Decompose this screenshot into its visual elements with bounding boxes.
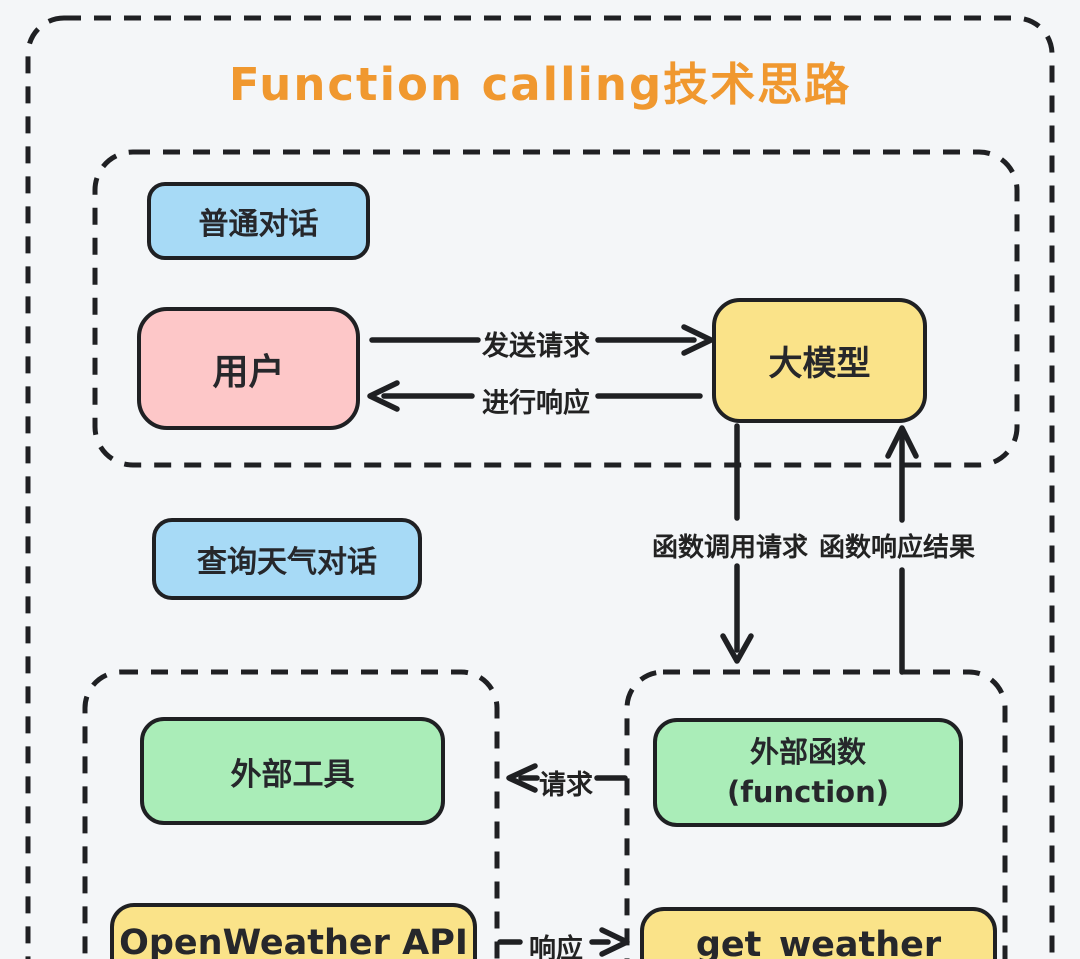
request-arrow	[506, 763, 628, 793]
page-title: Function calling技术思路	[228, 58, 852, 111]
node-get-weather-function: get_weather	[640, 907, 997, 959]
response-arrow	[497, 927, 630, 957]
external-function-label-line1: 外部函数	[749, 735, 866, 770]
outer-dashed-border	[25, 15, 1055, 959]
function-call-request-label: 函数调用请求	[651, 533, 808, 563]
response-arrow-label: 响应	[529, 934, 583, 959]
request-arrow-label: 请求	[539, 770, 593, 801]
node-weather-dialog-tag: 查询天气对话	[152, 518, 422, 600]
respond-arrow-label: 进行响应	[482, 388, 590, 419]
node-normal-dialog-tag: 普通对话	[147, 182, 370, 260]
node-large-model: 大模型	[712, 298, 927, 423]
function-response-result-label: 函数响应结果	[818, 533, 975, 563]
send-request-arrow	[369, 324, 714, 356]
external-function-label-line2: (function)	[727, 774, 889, 809]
node-external-function: 外部函数 (function)	[653, 718, 963, 827]
function-response-result-arrow	[885, 425, 919, 675]
node-openweather-api: OpenWeather API	[110, 903, 477, 959]
node-user: 用户	[137, 307, 360, 430]
node-external-tools: 外部工具	[140, 717, 445, 825]
send-request-arrow-label: 发送请求	[482, 331, 590, 362]
normal-dialog-group-border	[92, 149, 1020, 468]
respond-arrow	[367, 380, 703, 412]
external-functions-group-border	[624, 669, 1008, 959]
function-call-request-arrow	[720, 423, 754, 664]
